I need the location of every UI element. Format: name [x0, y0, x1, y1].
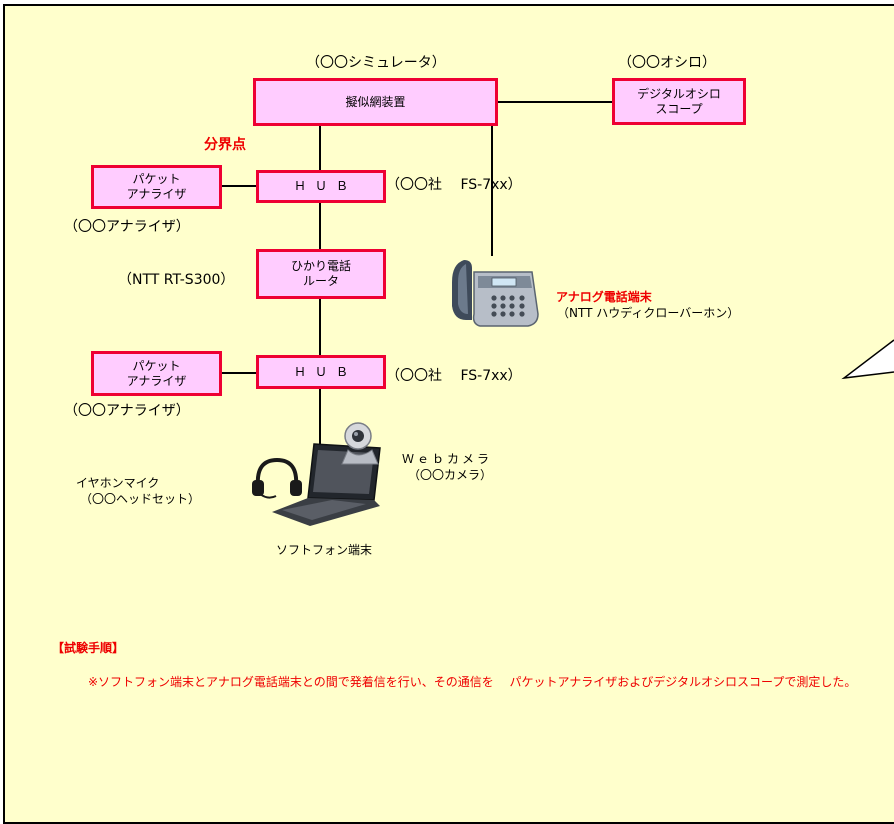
analyzer2-model-label: （〇〇アナライザ） — [64, 403, 190, 419]
headset-icon — [252, 457, 302, 499]
webcam-model-label: （〇〇カメラ） — [408, 468, 493, 482]
webcam-label: Ｗｅｂカメラ — [402, 452, 493, 466]
hub2-box[interactable]: ＨＵＢ — [256, 355, 386, 389]
analog-phone-model-label: （NTT ハウディクローバーホン） — [557, 306, 740, 320]
webcam-icon — [341, 422, 379, 465]
oscilloscope-label: デジタルオシロ スコープ — [637, 86, 721, 116]
oscilloscope-model-label: （〇〇オシロ） — [618, 55, 716, 71]
analyzer2-box[interactable]: パケット アナライザ — [91, 351, 222, 396]
simulator-model-label: （〇〇シミュレータ） — [306, 55, 446, 71]
router-box[interactable]: ひかり電話 ルータ — [256, 249, 386, 299]
laptop-icon — [272, 443, 381, 526]
hub1-model-label: （〇〇社 FS-7xx） — [386, 177, 522, 193]
oscilloscope-box[interactable]: デジタルオシロ スコープ — [612, 78, 746, 125]
diagram-frame — [3, 4, 894, 824]
procedure-text: ※ソフトフォン端末とアナログ電話端末との間で発着信を行い、その通信を パケットア… — [88, 675, 857, 689]
demarcation-label: 分界点 — [204, 137, 246, 153]
hub1-box[interactable]: ＨＵＢ — [256, 170, 386, 203]
analyzer1-model-label: （〇〇アナライザ） — [64, 219, 190, 235]
simulator-label: 擬似網装置 — [345, 94, 406, 109]
headset-model-label: （〇〇ヘッドセット） — [80, 492, 201, 506]
hub2-label: ＨＵＢ — [293, 364, 357, 379]
router-model-label: （NTT RT-S300） — [118, 272, 235, 288]
telephone-icon — [452, 260, 539, 327]
callout-pointer — [841, 339, 894, 380]
procedure-heading: 【試験手順】 — [52, 641, 125, 655]
analog-phone-label: アナログ電話端末 — [556, 290, 652, 304]
analyzer2-label: パケット アナライザ — [126, 358, 187, 388]
analyzer1-label: パケット アナライザ — [126, 172, 187, 201]
router-label: ひかり電話 ルータ — [290, 259, 351, 288]
hub1-label: ＨＵＢ — [293, 179, 357, 193]
analyzer1-box[interactable]: パケット アナライザ — [91, 165, 222, 209]
hub2-model-label: （〇〇社 FS-7xx） — [386, 368, 522, 384]
headset-label: イヤホンマイク — [76, 476, 160, 490]
simulator-box[interactable]: 擬似網装置 — [253, 78, 498, 126]
softphone-label: ソフトフォン端末 — [276, 543, 373, 557]
